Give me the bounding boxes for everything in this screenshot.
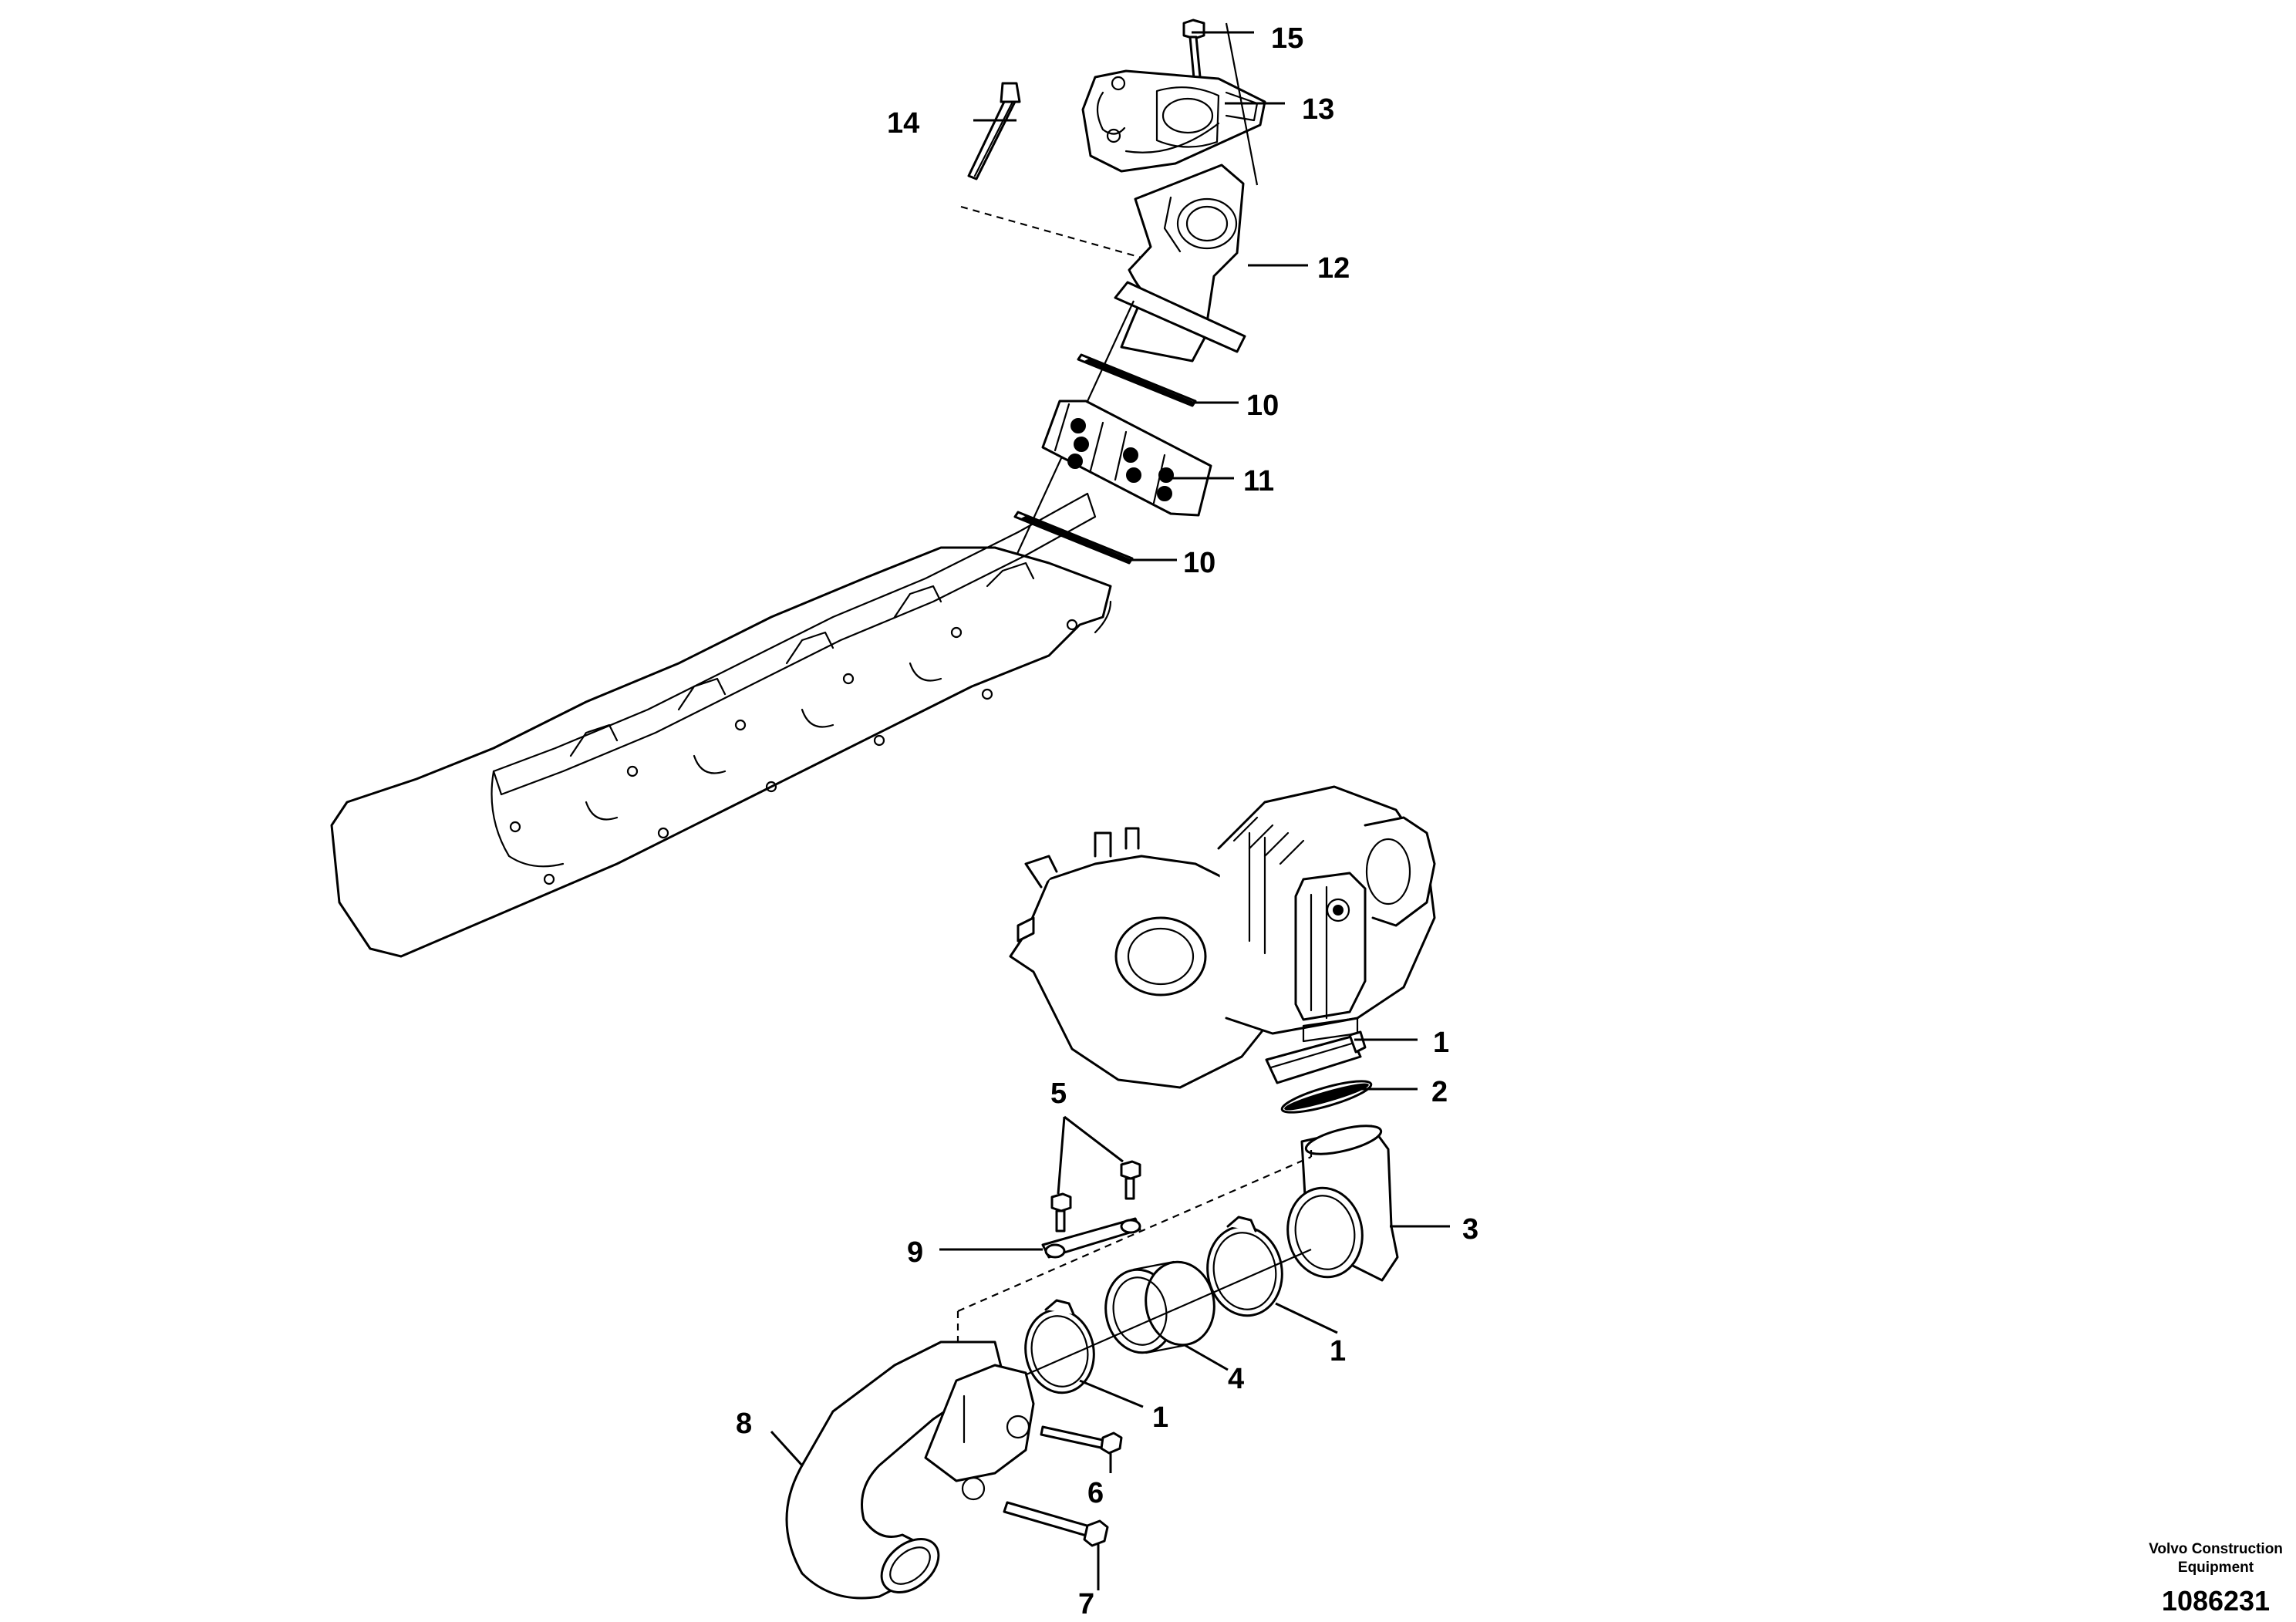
bolts-part-5 [1050,1160,1141,1233]
bolt-part-6 [1040,1425,1123,1455]
callout-12: 12 [1317,252,1350,285]
callout-1-top: 1 [1433,1027,1449,1059]
callout-3: 3 [1462,1213,1478,1246]
callout-2: 2 [1431,1076,1448,1108]
long-bolt-part-14 [967,82,1021,180]
clamp-ring-part-1-upper [1265,1030,1367,1084]
callout-8: 8 [736,1408,752,1440]
leader-lines [770,31,1450,1590]
gasket-part-10-lower [1013,511,1134,565]
brand-line-2: Equipment [2178,1560,2254,1576]
callout-6: 6 [1087,1477,1104,1509]
callout-1-lower: 1 [1152,1401,1168,1434]
flange-part-11 [1041,400,1212,517]
elbow-pipe-part-12 [1114,164,1246,363]
clamp-part-1-right [1206,1216,1283,1317]
callout-13: 13 [1302,93,1334,126]
alignment-dash-14 [960,205,1142,259]
footer-brand-block: Volvo Construction Equipment 1086231 [2149,1541,2283,1617]
bolt-part-7 [1003,1501,1109,1547]
valve-actuator-part-13 [1081,69,1266,173]
callout-10-upper: 10 [1246,389,1279,422]
callout-1-right: 1 [1330,1335,1346,1367]
alignment-dash-lower [957,1155,1312,1313]
gasket-part-10-upper [1077,353,1197,407]
callout-7: 7 [1078,1588,1094,1620]
callout-labels: 15 13 14 12 10 11 10 1 2 5 3 9 1 4 1 8 6… [736,22,1478,1620]
bracket-part-9 [1041,1217,1141,1259]
callout-15: 15 [1271,22,1303,55]
exhaust-manifold [330,492,1112,958]
callout-10-lower: 10 [1183,547,1215,579]
callout-4: 4 [1228,1363,1244,1395]
brand-line-1: Volvo Construction [2149,1541,2283,1557]
callout-5: 5 [1050,1077,1067,1110]
turbocharger [1009,785,1436,1089]
callout-9: 9 [907,1236,923,1269]
gasket-ring-part-2 [1280,1080,1373,1114]
outlet-elbow-part-3 [1286,1125,1399,1282]
callout-11: 11 [1243,465,1274,497]
sleeve-part-4 [1104,1260,1215,1354]
assembly-axis-lower [994,1248,1312,1390]
drawing-number: 1086231 [2162,1585,2270,1617]
inlet-elbow-part-8 [785,1340,1035,1600]
callout-14: 14 [887,107,919,140]
